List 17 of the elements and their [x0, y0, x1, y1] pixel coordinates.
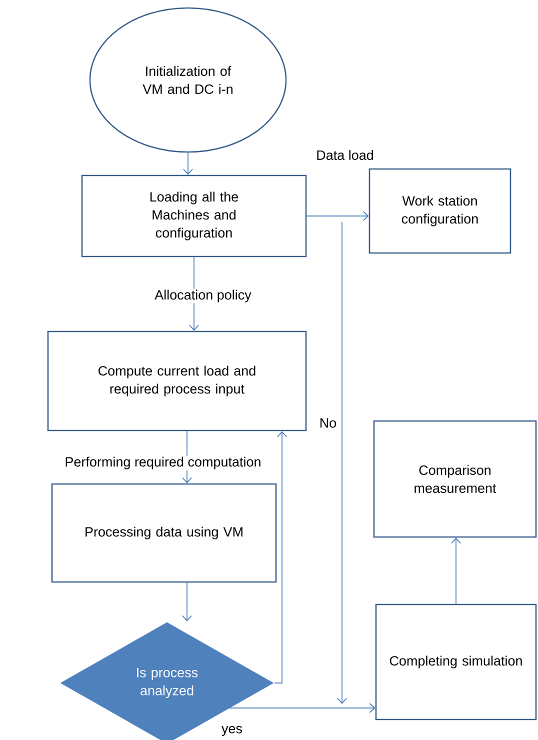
arrow: [226, 703, 376, 713]
process-box: Work station configuration: [368, 168, 512, 254]
edge-label: No: [318, 417, 338, 429]
arrow: [451, 538, 461, 604]
process-box: Loading all the Machines and configuration: [81, 174, 307, 258]
arrow: [183, 152, 193, 175]
arrow: [182, 582, 192, 622]
edge-label: Performing required computation: [64, 456, 262, 470]
process-box: Completing simulation: [375, 604, 537, 720]
edge-label: Allocation policy: [154, 288, 252, 304]
edge-label: Data load: [315, 149, 375, 161]
process-box: Comparison measurement: [373, 420, 537, 538]
process-box: Compute current load and required process input: [47, 330, 307, 432]
edge-label: yes: [220, 724, 244, 738]
arrow: [306, 211, 369, 221]
arrow: [274, 431, 287, 684]
process-box: Processing data using VM: [51, 483, 277, 583]
